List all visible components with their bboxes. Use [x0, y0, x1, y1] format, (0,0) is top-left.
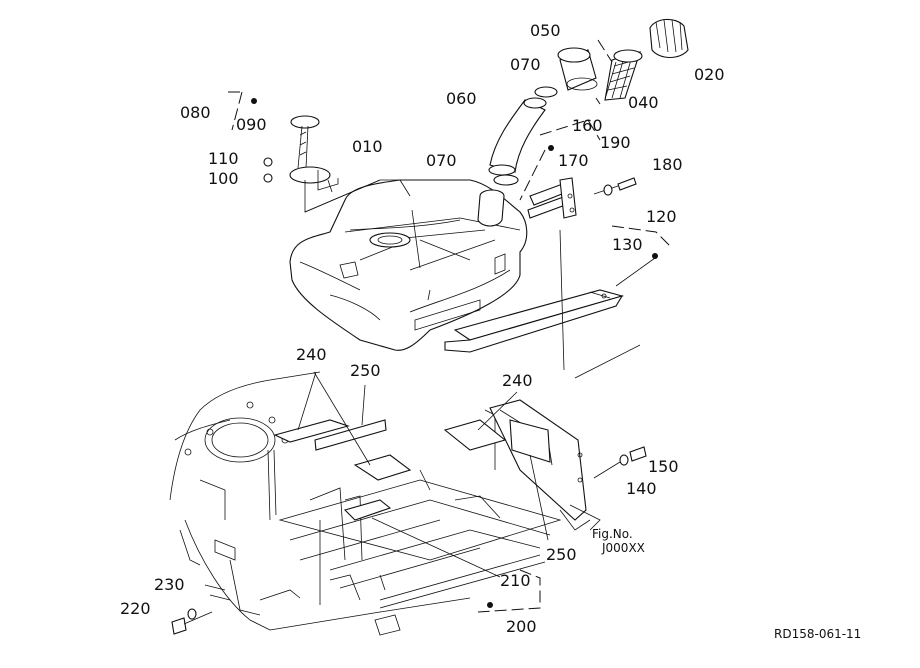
group-indicator-160-side [519, 149, 546, 201]
label-020: 020 [694, 65, 725, 84]
tank-leader [399, 179, 411, 197]
label-240-left: 240 [296, 345, 327, 364]
bolt-150 [629, 446, 647, 462]
cushion-250-right [509, 419, 551, 463]
fuel-hose [488, 97, 547, 176]
fuel-cap [649, 18, 689, 59]
leader-250-left [361, 384, 366, 426]
leader-210 [371, 517, 501, 578]
vertical-leader-1 [559, 229, 565, 371]
sender-leader-2 [304, 179, 400, 213]
group-indicator-080 [228, 91, 243, 131]
group-indicator-200 [477, 569, 541, 613]
label-090: 090 [236, 115, 267, 134]
tank-stay-bracket [527, 177, 577, 219]
label-140: 140 [626, 479, 657, 498]
label-050: 050 [530, 21, 561, 40]
leader-240-right [477, 391, 518, 431]
label-210: 210 [500, 571, 531, 590]
label-070-lower: 070 [426, 151, 457, 170]
fuel-tank [289, 179, 528, 351]
washer-230 [187, 608, 197, 620]
washer-140 [619, 454, 629, 466]
label-250-right: 250 [546, 545, 577, 564]
group-dot-080 [251, 98, 257, 104]
label-190: 190 [600, 133, 631, 152]
label-100: 100 [208, 169, 239, 188]
label-150: 150 [648, 457, 679, 476]
group-dot-120 [652, 253, 658, 259]
leader-240-left-2 [297, 371, 317, 431]
band-leader [615, 257, 656, 287]
washer-110 [263, 157, 273, 167]
label-110: 110 [208, 149, 239, 168]
label-230: 230 [154, 575, 185, 594]
side-mount-bracket [489, 399, 601, 531]
hose-clamp-lower [493, 174, 519, 186]
group-dot-200 [487, 602, 493, 608]
leader-250-right [529, 454, 549, 541]
label-170: 170 [558, 151, 589, 170]
bracket-210 [343, 499, 392, 521]
bolt-220 [171, 611, 213, 635]
label-250-left: 250 [350, 361, 381, 380]
leader-240-left [313, 371, 371, 466]
hose-clamp-upper [534, 86, 558, 98]
bolt-180 [593, 177, 637, 195]
screw-100 [263, 173, 273, 183]
washer-190 [603, 184, 613, 196]
label-070-upper: 070 [510, 55, 541, 74]
fuel-gauge-sender [289, 115, 339, 193]
vertical-leader-2 [574, 344, 641, 379]
label-200: 200 [506, 617, 537, 636]
cushion-240-right [443, 419, 507, 451]
base-frame [278, 409, 562, 636]
filler-neck [477, 189, 505, 227]
group-indicator-filler-lower [595, 97, 601, 105]
group-dot-160 [548, 145, 554, 151]
fig-note-line2: J000XX [601, 541, 645, 555]
cushion-250-left [314, 419, 387, 451]
cushion-240-center [353, 454, 412, 481]
fuel-strainer [604, 49, 643, 101]
label-160: 160 [572, 116, 603, 135]
label-040: 040 [628, 93, 659, 112]
group-indicator-120 [611, 225, 673, 249]
label-010: 010 [352, 137, 383, 156]
label-060: 060 [446, 89, 477, 108]
cushion-240-left [273, 419, 350, 443]
group-indicator-filler [597, 39, 613, 63]
label-120: 120 [646, 207, 677, 226]
drawing-reference: RD158-061-11 [774, 627, 861, 641]
tank-holder-band [444, 289, 625, 353]
label-080: 080 [180, 103, 211, 122]
label-240-right: 240 [502, 371, 533, 390]
machine-frame [169, 371, 471, 631]
label-220: 220 [120, 599, 151, 618]
bracket-leader [593, 461, 621, 479]
label-180: 180 [652, 155, 683, 174]
label-130: 130 [612, 235, 643, 254]
filler-pipe [557, 47, 598, 91]
fig-note-line1: Fig.No. [592, 527, 633, 541]
